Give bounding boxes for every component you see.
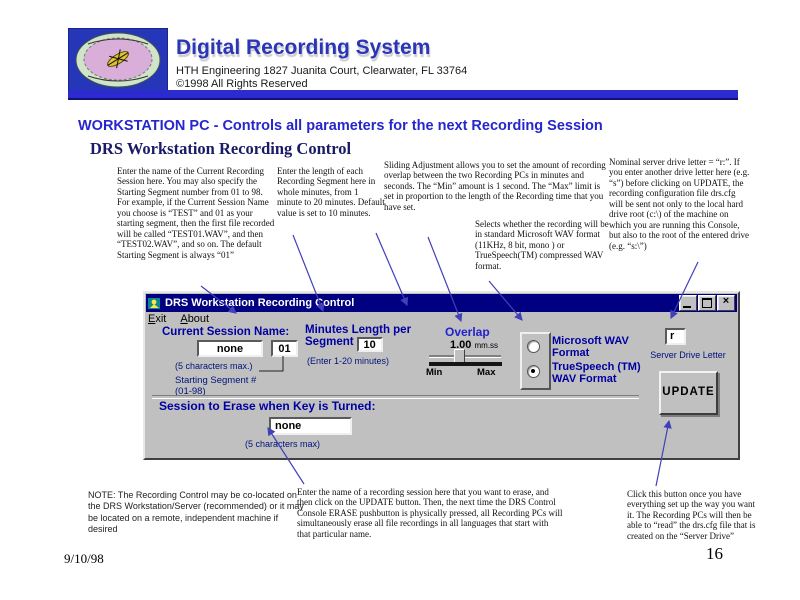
annotation-update: Click this button once you have everythi… (627, 489, 756, 541)
starting-segment-input[interactable]: 01 (271, 340, 298, 357)
company-address: HTH Engineering 1827 Juanita Court, Clea… (176, 65, 468, 77)
overlap-label: Overlap (445, 325, 490, 339)
minutes-length-hint: (Enter 1-20 minutes) (307, 356, 390, 366)
starting-segment-label: Starting Segment # (175, 375, 257, 386)
page-number: 16 (706, 544, 723, 563)
close-icon: × (722, 295, 730, 307)
maximize-button[interactable] (698, 295, 716, 311)
menu-item-about[interactable]: About (180, 313, 210, 325)
update-button[interactable]: UPDATE (659, 371, 718, 415)
menu-item-exit[interactable]: Exit (148, 313, 167, 325)
server-drive-input[interactable]: r (665, 328, 686, 345)
minimize-button[interactable] (679, 295, 697, 311)
annotation-wav-format: Selects whether the recording will be in… (475, 219, 609, 271)
slide-date: 9/10/98 (64, 551, 104, 566)
session-name-hint: (5 characters max.) (175, 361, 253, 371)
starting-segment-range: (01-98) (175, 386, 206, 397)
copyright-line: ©1998 All Rights Reserved (176, 78, 308, 90)
hth-logo (68, 28, 168, 92)
annotation-server-drive: Nominal server drive letter = “r:”. If y… (609, 157, 750, 251)
window-title: DRS Workstation Recording Control (165, 297, 355, 309)
close-button[interactable]: × (717, 295, 735, 311)
server-drive-label: Server Drive Letter (650, 350, 726, 360)
slider-min-label: Min (426, 367, 443, 378)
minutes-length-group: Minutes Length per Segment 10 (305, 324, 425, 352)
overlap-slider-bar (429, 362, 502, 366)
annotation-note: NOTE: The Recording Control may be co-lo… (88, 490, 304, 534)
annotation-session-name: Enter the name of the Current Recording … (117, 166, 275, 260)
session-name-input[interactable]: none (197, 340, 263, 357)
page-subtitle: DRS Workstation Recording Control (90, 139, 352, 158)
radio-microsoft-label: Microsoft WAV Format (552, 335, 629, 360)
minimize-icon (683, 306, 691, 308)
annotation-segment-length: Enter the length of each Recording Segme… (277, 166, 385, 218)
radio-microsoft-wav[interactable] (527, 340, 540, 353)
drs-recording-control-window: DRS Workstation Recording Control × Exit… (143, 291, 740, 460)
product-title: Digital Recording System (176, 36, 431, 59)
radio-selected-dot (531, 369, 535, 373)
maximize-icon (702, 298, 712, 308)
radio-truespeech-label: TrueSpeech (TM) WAV Format (552, 361, 641, 386)
window-titlebar[interactable]: DRS Workstation Recording Control (146, 294, 737, 312)
erase-session-input[interactable]: none (269, 417, 352, 435)
header-divider-bar (68, 90, 738, 100)
menu-bar: Exit About (148, 313, 209, 328)
overlap-slider-track[interactable] (429, 355, 501, 358)
overlap-value-group: 1.00 mm.ss (450, 339, 498, 351)
session-name-label: Current Session Name: (162, 326, 290, 338)
dialog-separator (152, 395, 639, 399)
slider-max-label: Max (477, 367, 496, 378)
annotation-erase: Enter the name of a recording session he… (297, 487, 563, 539)
minutes-length-label: Minutes Length per Segment (305, 324, 412, 348)
overlap-unit: mm.ss (474, 341, 499, 350)
page-title: WORKSTATION PC - Controls all parameters… (78, 118, 603, 134)
annotation-overlap: Sliding Adjustment allows you to set the… (384, 160, 606, 212)
app-icon (148, 297, 160, 309)
minutes-length-input[interactable]: 10 (356, 337, 383, 352)
radio-truespeech-wav[interactable] (527, 365, 540, 378)
overlap-value: 1.00 (450, 339, 472, 351)
erase-session-hint: (5 characters max) (245, 439, 321, 449)
erase-session-label: Session to Erase when Key is Turned: (159, 399, 376, 413)
